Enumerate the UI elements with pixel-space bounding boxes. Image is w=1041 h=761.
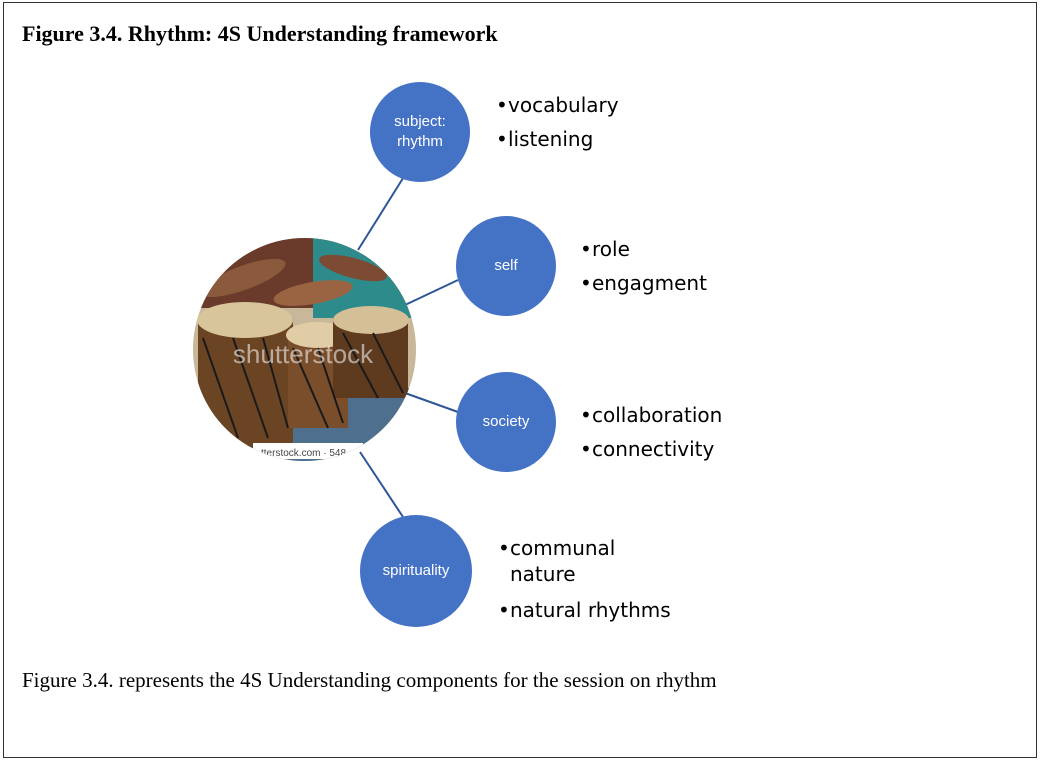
connector-society (404, 392, 459, 413)
node-self: self (456, 216, 556, 316)
connector-subject (357, 174, 406, 251)
image-footer-text: tterstock.com · 548 (261, 448, 346, 459)
node-society: society (456, 372, 556, 472)
society-bullets: collaboration connectivity (580, 398, 722, 466)
connector-spirituality (359, 451, 406, 521)
bullet-item: vocabulary (496, 88, 619, 122)
watermark-text: shutterstock (233, 339, 374, 369)
connector-self (404, 279, 459, 306)
bullet-item: natural rhythms (498, 593, 671, 627)
node-subject: subject: rhythm (370, 82, 470, 182)
spirituality-bullets: communal nature natural rhythms (498, 535, 671, 627)
subject-bullets: vocabulary listening (496, 88, 619, 156)
node-subject-label: subject: rhythm (394, 113, 446, 150)
bullet-item: collaboration (580, 398, 722, 432)
drumming-photo: shutterstock tterstock.com · 548 (193, 238, 416, 461)
bullet-item: role (580, 232, 707, 266)
node-spirituality-label: spirituality (382, 562, 450, 579)
figure-caption: Figure 3.4. represents the 4S Understand… (22, 668, 717, 692)
node-self-label: self (494, 257, 518, 274)
bullet-item: engagment (580, 266, 707, 300)
figure-title: Figure 3.4. Rhythm: 4S Understanding fra… (22, 21, 498, 46)
bullet-item: connectivity (580, 432, 722, 466)
bullet-item: communal nature (498, 535, 670, 587)
self-bullets: role engagment (580, 232, 707, 300)
node-society-label: society (482, 413, 530, 430)
node-spirituality: spirituality (360, 515, 472, 627)
bullet-item: listening (496, 122, 619, 156)
